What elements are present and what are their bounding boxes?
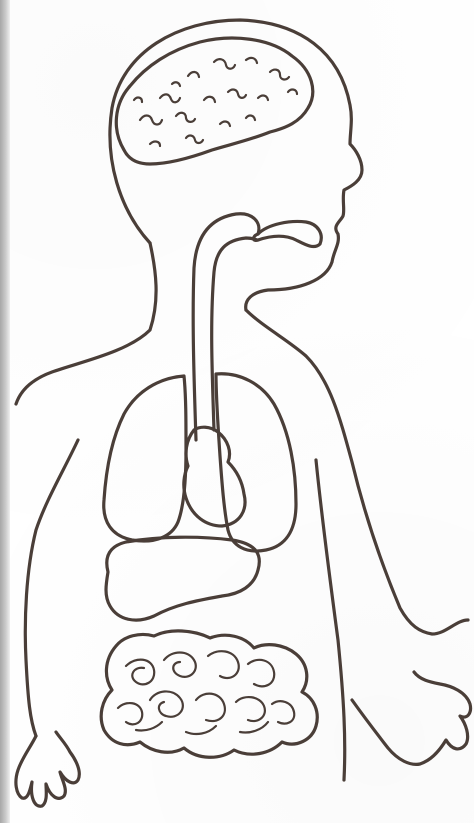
body-outline-right-torso	[316, 460, 345, 780]
heart	[184, 427, 245, 526]
body-outline-left-arm-inner	[25, 440, 78, 736]
mouth	[254, 222, 322, 247]
stomach	[106, 537, 259, 620]
left-hand	[16, 732, 79, 806]
esophagus-inner	[212, 238, 258, 430]
body-outline-left-shoulder-arm	[16, 243, 156, 404]
body-outline-right-shoulder-arm	[246, 310, 468, 634]
intestines	[101, 631, 317, 757]
esophagus	[193, 214, 259, 440]
right-hand	[352, 672, 471, 764]
left-lung	[104, 376, 186, 541]
